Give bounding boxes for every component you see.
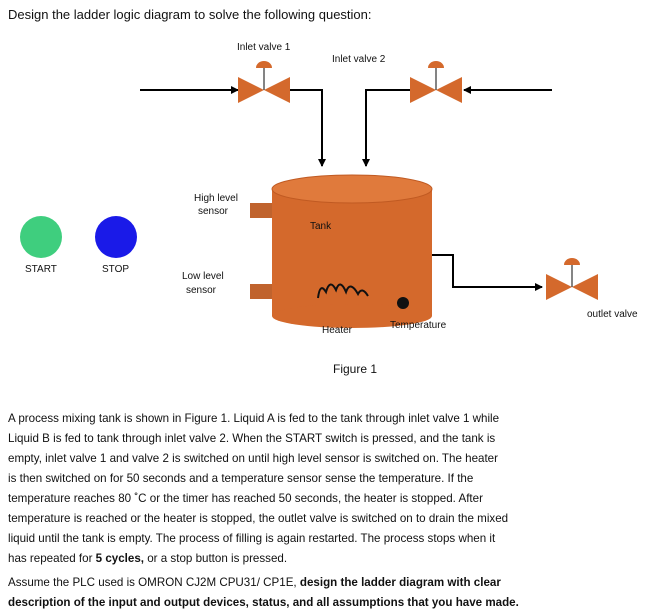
- paragraph-line: has repeated for 5 cycles, or a stop but…: [8, 549, 576, 569]
- low-level-sensor-label-line2: sensor: [186, 285, 217, 296]
- inlet-valve-1-label: Inlet valve 1: [237, 42, 291, 53]
- start-label: START: [25, 264, 57, 275]
- outlet-pipe: [432, 254, 543, 291]
- paragraph-bold-text: description of the input and output devi…: [8, 596, 519, 609]
- heater-label: Heater: [322, 325, 353, 336]
- temperature-label: Temperature: [390, 320, 447, 331]
- assumption-paragraph: Assume the PLC used is OMRON CJ2M CPU31/…: [8, 573, 608, 613]
- outlet-valve-label: outlet valve: [587, 309, 638, 320]
- figure-caption: Figure 1: [333, 362, 378, 376]
- high-level-sensor-label-line1: High level: [194, 193, 238, 204]
- high-level-sensor-icon: [250, 203, 272, 218]
- temperature-sensor-icon: [397, 297, 409, 309]
- outlet-valve-icon: [546, 258, 598, 300]
- paragraph-text: Assume the PLC used is OMRON CJ2M CPU31/…: [8, 576, 300, 589]
- paragraph-line: temperature is reached or the heater is …: [8, 512, 509, 525]
- paragraph-line: Assume the PLC used is OMRON CJ2M CPU31/…: [8, 573, 608, 593]
- paragraph-line: empty, inlet valve 1 and valve 2 is swit…: [8, 452, 498, 465]
- inlet-valve-2-icon: [410, 61, 462, 103]
- paragraph-line: description of the input and output devi…: [8, 593, 608, 613]
- inlet-pipe-1-down: [290, 89, 326, 167]
- paragraph-line: is then switched on for 50 seconds and a…: [8, 472, 474, 485]
- paragraph-text: or a stop button is pressed.: [144, 552, 288, 565]
- tank-icon: [271, 174, 433, 328]
- stop-label: STOP: [102, 264, 130, 275]
- heater-coil-icon: [317, 283, 369, 299]
- paragraph-line: liquid until the tank is empty. The proc…: [8, 532, 496, 545]
- low-level-sensor-icon: [250, 284, 272, 299]
- problem-description: A process mixing tank is shown in Figure…: [8, 409, 576, 569]
- stop-button-icon: [95, 216, 137, 258]
- paragraph-bold-text: 5 cycles,: [95, 552, 145, 565]
- question-heading: Design the ladder logic diagram to solve…: [8, 7, 372, 22]
- high-level-sensor-label-line2: sensor: [198, 206, 229, 217]
- low-level-sensor-label-line1: Low level: [182, 271, 224, 282]
- inlet-valve-2-label: Inlet valve 2: [332, 54, 386, 65]
- tank-label: Tank: [310, 221, 332, 232]
- paragraph-text: has repeated for: [8, 552, 96, 565]
- paragraph-line: Liquid B is fed to tank through inlet va…: [8, 432, 496, 445]
- paragraph-line: temperature reaches 80 ˚C or the timer h…: [8, 492, 483, 505]
- inlet-valve-1-icon: [238, 61, 290, 103]
- inlet-pipe-2-down: [362, 89, 410, 167]
- start-button-icon: [20, 216, 62, 258]
- paragraph-line: A process mixing tank is shown in Figure…: [8, 412, 500, 425]
- paragraph-bold-text: design the ladder diagram with clear: [299, 576, 501, 589]
